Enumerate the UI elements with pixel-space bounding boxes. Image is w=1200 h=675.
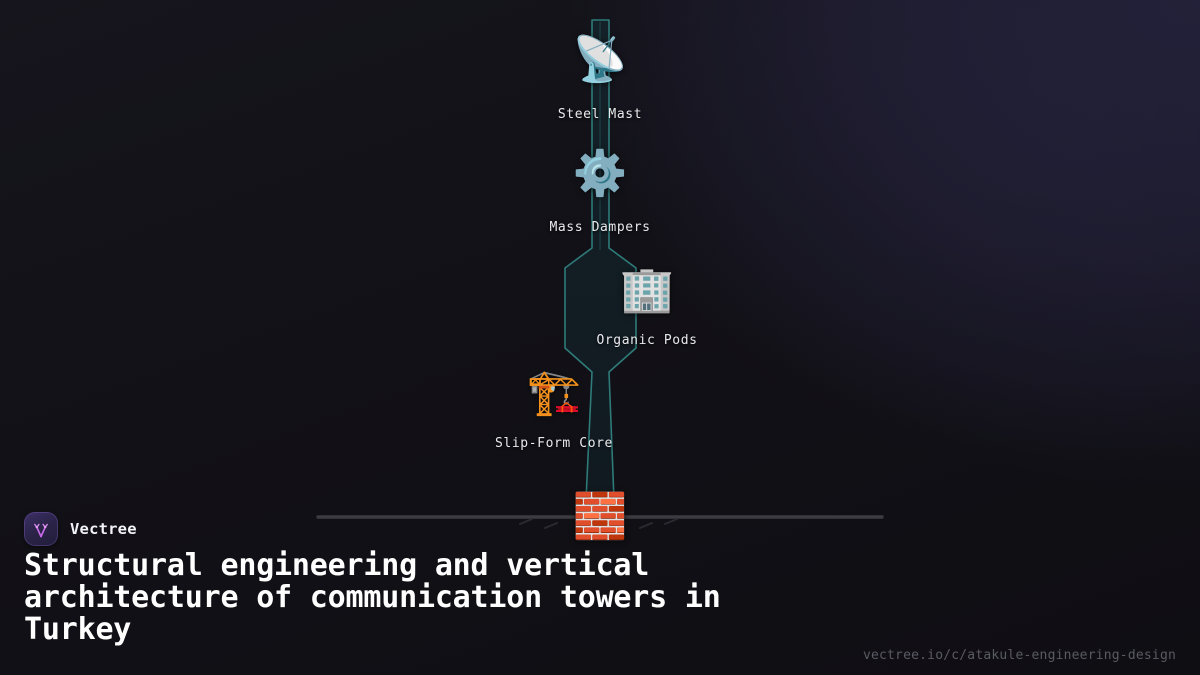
- tower-silhouette-svg: [316, 19, 884, 529]
- satellite-antenna-icon: 📡: [572, 34, 628, 85]
- node-label-mass-dampers: Mass Dampers: [549, 220, 651, 235]
- tower-outline-path: [564, 19, 637, 501]
- node-label-steel-mast: Steel Mast: [557, 107, 643, 122]
- brick-icon: 🧱: [572, 491, 628, 542]
- brand-row: Vectree: [24, 512, 137, 546]
- brand-name: Vectree: [70, 520, 137, 538]
- vectree-sprout-logo-icon: [24, 512, 58, 546]
- gear-icon: ⚙️: [572, 148, 628, 199]
- page-title: Structural engineering and vertical arch…: [24, 548, 721, 647]
- ground-hatch-marks: [519, 518, 678, 529]
- tower-diagram: 📡 ⚙️ 🏢 🏗️ 🧱 Steel Mast Mass Dampers Orga…: [316, 19, 884, 542]
- office-building-icon: 🏢: [619, 264, 675, 315]
- source-url: vectree.io/c/atakule-engineering-design: [862, 648, 1176, 663]
- construction-crane-icon: 🏗️: [526, 367, 582, 418]
- node-label-slip-form-core: Slip-Form Core: [495, 436, 613, 451]
- node-label-organic-pods: Organic Pods: [596, 333, 698, 348]
